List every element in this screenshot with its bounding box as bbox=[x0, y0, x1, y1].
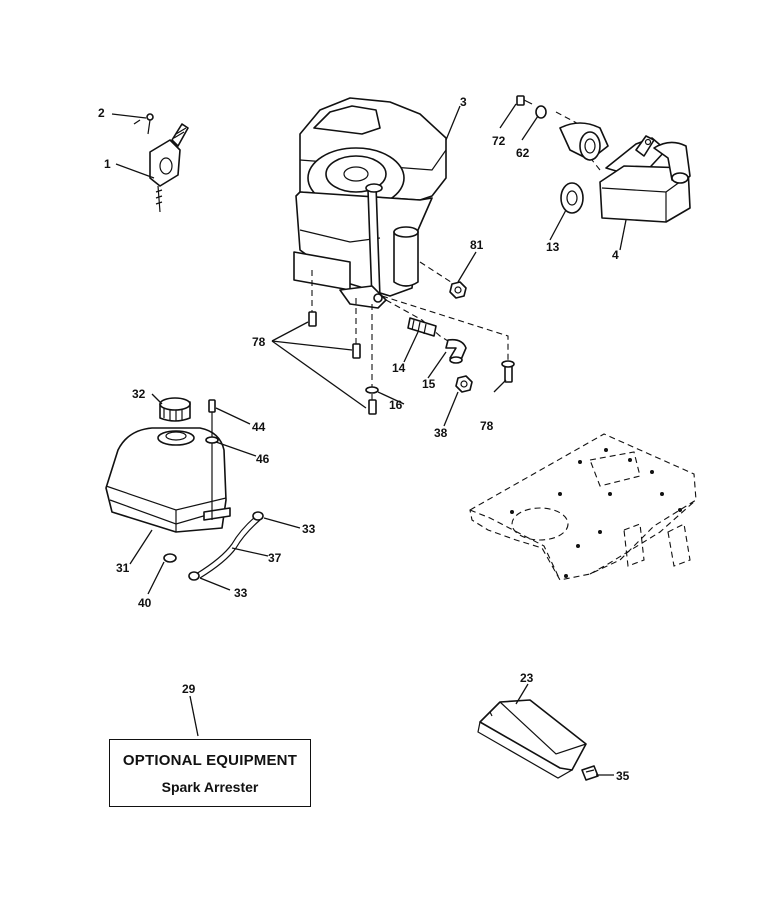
optional-equipment-box: OPTIONAL EQUIPMENT Spark Arrester bbox=[109, 739, 311, 807]
throttle-control bbox=[133, 113, 189, 213]
engine bbox=[293, 97, 447, 309]
callout-81: 81 bbox=[470, 238, 484, 252]
callout-15: 15 bbox=[422, 377, 436, 391]
nut-81 bbox=[449, 281, 467, 299]
callout-46: 46 bbox=[256, 452, 270, 466]
callout-35: 35 bbox=[616, 769, 630, 783]
callout-1: 1 bbox=[104, 157, 111, 171]
fuel-line bbox=[188, 511, 264, 581]
callout-38: 38 bbox=[434, 426, 448, 440]
callout-2: 2 bbox=[98, 106, 105, 120]
optional-equipment-title: OPTIONAL EQUIPMENT bbox=[122, 752, 298, 769]
arrester-shield bbox=[477, 699, 587, 779]
callout-78-left: 78 bbox=[252, 335, 266, 349]
callout-13: 13 bbox=[546, 240, 560, 254]
mounting-bolts bbox=[308, 311, 515, 415]
callout-33-upper: 33 bbox=[302, 522, 316, 536]
callout-16: 16 bbox=[389, 398, 403, 412]
grommet-40 bbox=[163, 553, 177, 563]
callout-44: 44 bbox=[252, 420, 266, 434]
fuel-cap bbox=[159, 397, 191, 422]
lockwasher-62 bbox=[535, 105, 547, 119]
callout-78-right: 78 bbox=[480, 419, 494, 433]
callout-14: 14 bbox=[392, 361, 406, 375]
screw-35 bbox=[581, 765, 599, 781]
spark-arrester-label: Spark Arrester bbox=[161, 779, 259, 795]
callout-3: 3 bbox=[460, 95, 467, 109]
callout-40: 40 bbox=[138, 596, 152, 610]
callout-62: 62 bbox=[516, 146, 530, 160]
leader-lines bbox=[111, 103, 627, 776]
callout-23: 23 bbox=[520, 671, 534, 685]
fuel-tank bbox=[105, 427, 231, 533]
callout-4: 4 bbox=[612, 248, 619, 262]
chassis-frame bbox=[469, 433, 697, 581]
drain-fitting bbox=[407, 317, 467, 364]
callout-72: 72 bbox=[492, 134, 506, 148]
callout-labels: 2 1 3 72 62 13 4 81 78 14 15 16 38 78 32… bbox=[98, 95, 630, 783]
washer-46 bbox=[205, 436, 219, 444]
callout-32: 32 bbox=[132, 387, 146, 401]
tank-bolt-44 bbox=[208, 399, 216, 520]
washer-16 bbox=[365, 386, 379, 394]
bolt-72 bbox=[516, 95, 533, 106]
callout-33-lower: 33 bbox=[234, 586, 248, 600]
muffler bbox=[559, 122, 691, 223]
nut-38 bbox=[455, 375, 473, 393]
callout-31: 31 bbox=[116, 561, 130, 575]
callout-29: 29 bbox=[182, 682, 196, 696]
gasket-13 bbox=[560, 182, 584, 214]
callout-37: 37 bbox=[268, 551, 282, 565]
